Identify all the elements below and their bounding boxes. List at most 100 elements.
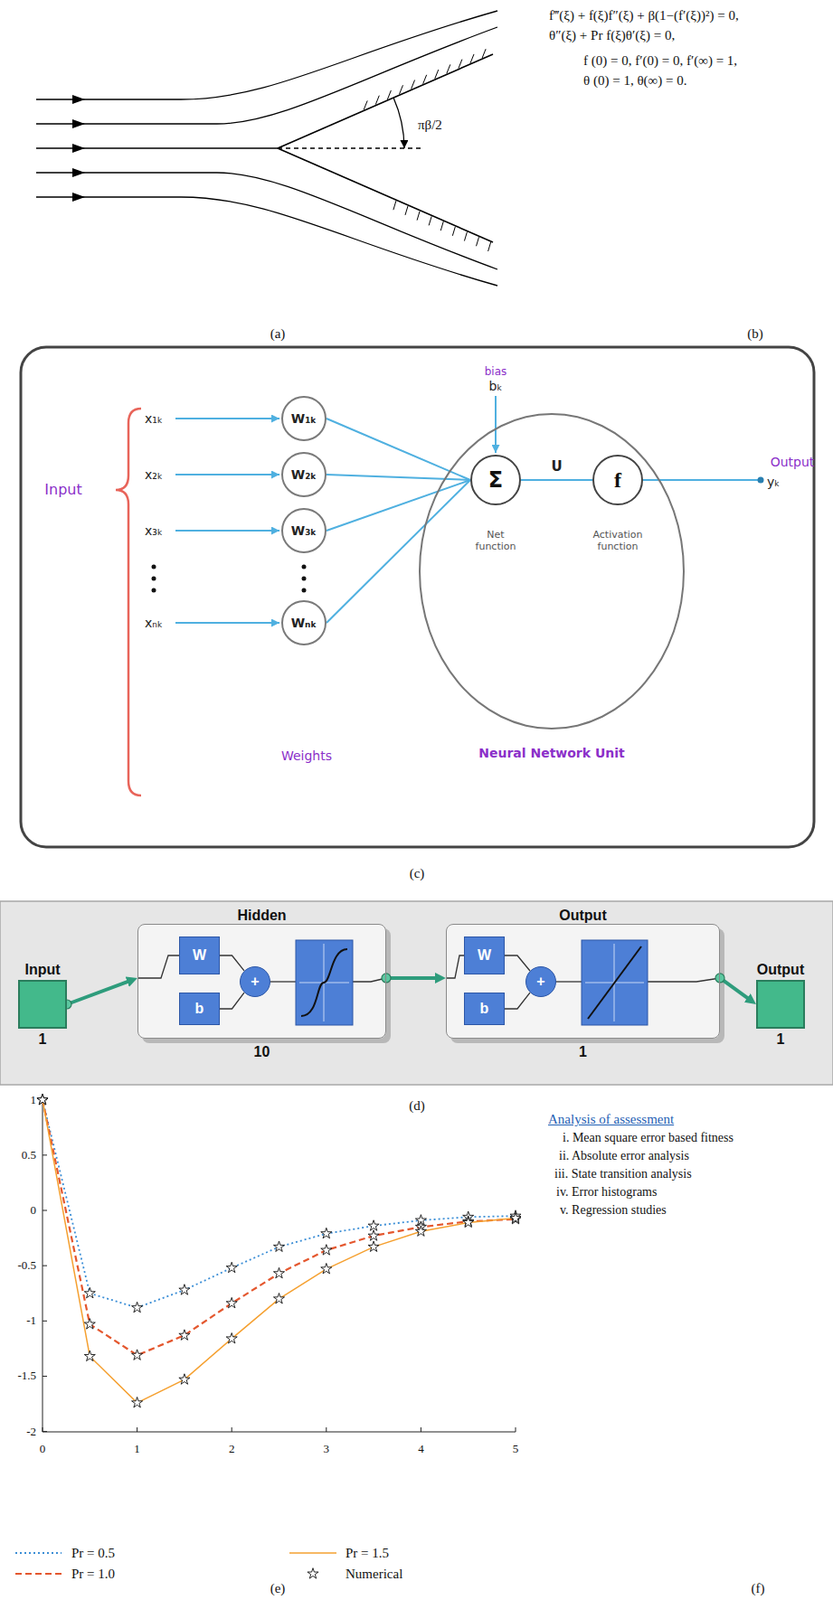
equation: θ″(ξ) + Pr f(ξ)θ′(ξ) = 0, (549, 27, 675, 44)
numerical-marker (321, 1263, 332, 1274)
numerical-marker (226, 1297, 237, 1308)
node-text: b (195, 1000, 205, 1018)
legend-sample (289, 1552, 337, 1555)
data-curve (42, 1100, 516, 1309)
weight-block: W (179, 937, 220, 975)
layer-arrow (66, 980, 132, 1005)
flow-arrow (72, 168, 86, 178)
numerical-marker (368, 1230, 379, 1241)
hatch-mark (405, 206, 408, 216)
input-arrow (175, 530, 280, 532)
node-text: Wₙₖ (291, 615, 318, 632)
legend-sample (15, 1552, 62, 1555)
bias-line (494, 396, 497, 454)
node-text: + (536, 973, 545, 991)
ellipsis-dot (151, 577, 157, 582)
purelin-block (581, 940, 648, 1026)
streamline (36, 172, 498, 270)
wire (270, 981, 296, 983)
hatch-mark (393, 200, 397, 210)
line-chart (37, 1094, 521, 1433)
sum-node: + (525, 966, 557, 998)
numerical-marker (273, 1268, 284, 1278)
wire (556, 981, 582, 983)
wire (219, 956, 245, 972)
y-tick (42, 1376, 48, 1378)
node-caption: 1 (38, 1031, 48, 1049)
numerical-marker (179, 1374, 190, 1385)
node-caption: Net function (465, 529, 526, 553)
legend-text: Numerical (345, 1566, 403, 1583)
ellipsis-dot (151, 588, 157, 594)
panel-letter: (f) (751, 1580, 766, 1598)
data-curve (42, 1100, 516, 1404)
weight-circle: W₁ₖ (281, 396, 327, 442)
output-block: Output1 (756, 980, 805, 1030)
node-text: W₂ₖ (291, 467, 317, 483)
output-symbol: yₖ (766, 474, 780, 491)
legend-sample (15, 1573, 62, 1576)
node-caption: Neural Network Unit (478, 746, 625, 762)
tansig-curve (301, 949, 348, 1017)
input-block: Input1 (18, 980, 67, 1030)
y-tick-label: 0.5 (21, 1148, 37, 1164)
y-tick (42, 1211, 48, 1212)
wedge-wall (277, 148, 493, 243)
node-text: W₃ₖ (291, 523, 317, 540)
numerical-marker (273, 1241, 284, 1252)
activation-circle: fActivation function (592, 454, 644, 506)
node-text: + (250, 973, 259, 991)
node-text: W (477, 946, 492, 965)
ellipsis-dot (302, 588, 307, 594)
legend-text: Pr = 0.5 (71, 1545, 115, 1562)
node-text: f (614, 467, 622, 494)
wedge-wall (277, 54, 493, 149)
node-caption: 1 (776, 1031, 786, 1049)
sum-node: + (239, 966, 271, 998)
x-tick (231, 1428, 233, 1433)
node-caption: Activation function (585, 529, 651, 553)
y-tick-label: -2 (26, 1425, 37, 1440)
weight-block: W (463, 937, 505, 975)
wire (219, 993, 245, 1010)
hatch-mark (452, 227, 455, 237)
panel-letter: (d) (408, 1098, 426, 1115)
x-tick-label: 0 (39, 1442, 47, 1458)
list-item: i. Mean square error based fitness (562, 1131, 734, 1147)
node-caption: 10 (254, 1043, 271, 1061)
list-item: v. Regression studies (559, 1203, 667, 1220)
x-tick (325, 1428, 327, 1433)
x-tick-label: 3 (323, 1442, 331, 1458)
hatch-mark (416, 211, 420, 221)
bias-label: bias (484, 365, 508, 379)
node-caption: 1 (578, 1043, 587, 1061)
bias-block: b (463, 993, 505, 1026)
input-bracket (115, 408, 142, 796)
weight-circle: W₃ₖ (281, 508, 327, 554)
node-caption: Output (757, 961, 805, 979)
panel-letter: (b) (747, 325, 764, 342)
numerical-marker (368, 1241, 379, 1252)
purelin-line (587, 946, 642, 1020)
flow-arrow (72, 94, 86, 105)
weight-link (326, 480, 471, 624)
port-dot (715, 974, 725, 984)
numerical-marker (226, 1262, 237, 1273)
equation: f‴(ξ) + f(ξ)f″(ξ) + β(1−(f′(ξ))²) = 0, (549, 7, 739, 24)
node-caption: Input (24, 961, 60, 979)
x-axis (42, 1432, 516, 1434)
numerical-marker (226, 1334, 237, 1345)
hatch-mark (446, 64, 451, 74)
layer-fill (137, 924, 387, 1040)
weight-link (326, 474, 471, 481)
weight-link (326, 418, 471, 481)
input-arrow (175, 417, 280, 420)
hatch-mark (488, 242, 492, 252)
numerical-marker (132, 1397, 143, 1408)
layer-box: Hidden10Wb+ (137, 924, 387, 1040)
legend-text: Pr = 1.5 (345, 1545, 389, 1562)
y-tick (42, 1431, 48, 1433)
numerical-marker (179, 1330, 190, 1341)
list-item: iii. State transition analysis (554, 1167, 692, 1184)
